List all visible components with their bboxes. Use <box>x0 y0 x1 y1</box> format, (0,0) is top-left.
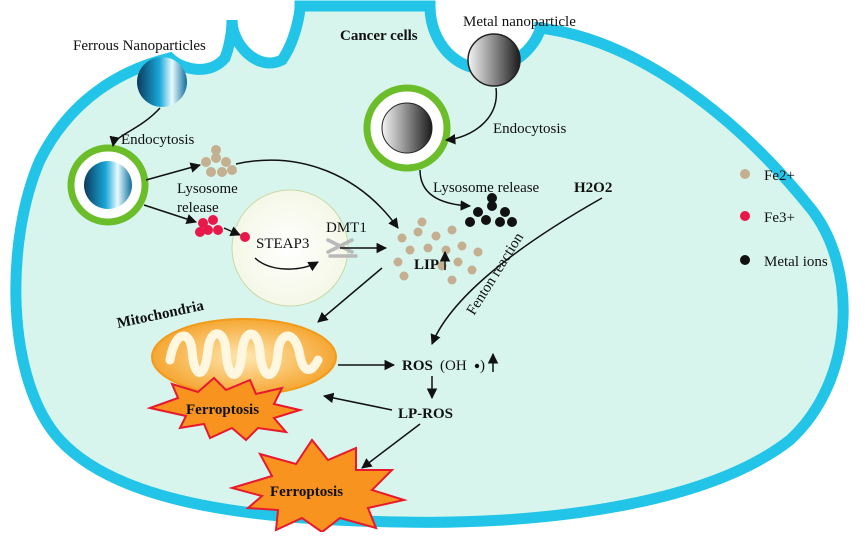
fe2-cluster-release <box>201 145 237 177</box>
fe3-cluster <box>195 215 223 237</box>
legend-fe3-label: Fe3+ <box>764 210 795 226</box>
arrow-lpros-to-ferroptosis <box>322 392 393 411</box>
lysosome-release-right-label: Lysosome release <box>433 180 540 196</box>
dmt1-transporter <box>326 238 358 258</box>
ferroptosis-burst-big: Ferroptosis <box>228 438 408 534</box>
legend-fe3-swatch <box>740 211 750 221</box>
endocytosis-arrow-right <box>444 87 497 145</box>
ferroptosis-burst-small: Ferroptosis <box>146 376 304 442</box>
lip-label: LIP <box>414 257 439 273</box>
arrow-lpros-to-big-ferroptosis <box>361 423 421 469</box>
endocytosis-label-left: Endocytosis <box>121 132 194 148</box>
ferrous-nanoparticle <box>137 57 187 107</box>
arrow-vesicle-to-fe2 <box>145 162 202 181</box>
lp-ros-label: LP-ROS <box>398 406 453 422</box>
steap3-label: STEAP3 <box>256 236 309 252</box>
ferroptosis-small-label: Ferroptosis <box>186 402 259 418</box>
ferrous-np-label: Ferrous Nanoparticles <box>73 38 206 54</box>
endocytosis-arrow-left <box>109 107 161 148</box>
legend-metal-label: Metal ions <box>764 254 828 270</box>
legend-fe2-swatch <box>740 169 750 179</box>
endocytosis-label-right: Endocytosis <box>493 121 566 137</box>
fenton-arrow <box>430 197 603 345</box>
legend-fe2-label: Fe2+ <box>764 168 795 184</box>
mitochondrion <box>151 318 337 396</box>
lysosome-release-label-1: Lysosome <box>177 181 238 197</box>
legend-metal-swatch <box>740 255 750 265</box>
ros-paren: ) <box>480 358 485 374</box>
right-endosome-particle <box>381 102 433 154</box>
h2o2-label: H2O2 <box>574 180 612 196</box>
metal-np-label: Metal nanoparticle <box>463 14 576 30</box>
ros-label: ROS <box>402 358 433 374</box>
radical-dot <box>474 363 480 369</box>
metal-ions-cluster <box>465 193 517 227</box>
ferroptosis-big-label: Ferroptosis <box>270 484 343 500</box>
arrow-fe2-to-lip <box>235 159 399 229</box>
metal-nanoparticle <box>467 33 521 87</box>
arrow-vesicle-to-fe3 <box>143 204 197 225</box>
arrow-fe3-to-steap3 <box>223 226 241 237</box>
arrow-lip-to-mitochondria <box>317 267 383 323</box>
arrow-steap3-to-dmt1 <box>254 257 319 272</box>
fe3-single <box>240 232 250 242</box>
legend: Fe2+ Fe3+ Metal ions <box>740 168 828 270</box>
arrow-right-vesicle-to-metal <box>419 169 472 211</box>
dmt1-label: DMT1 <box>326 220 367 236</box>
lip-fe2-pool <box>393 217 483 285</box>
ros-oh-label: (OH <box>440 358 467 374</box>
lysosome-release-label-2: release <box>177 200 219 216</box>
cell-title: Cancer cells <box>340 28 418 44</box>
left-endosome-particle <box>84 161 132 209</box>
